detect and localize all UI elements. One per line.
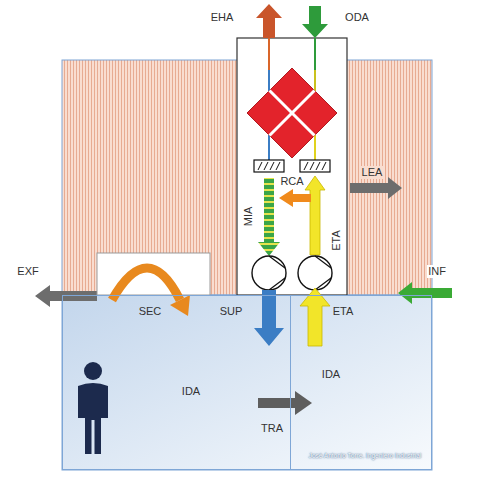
outdoor-duct [314,38,316,70]
exfiltration-arrow [35,285,97,307]
flow-label: TRA [260,422,284,435]
infiltration-arrow [398,282,452,304]
flow-label: SEC [138,305,163,318]
flow-label: RCA [279,175,304,188]
fan-symbol [298,256,332,290]
flow-label: LEA [361,166,384,179]
recirculation-arrow [279,189,311,207]
supply-arrow [254,290,284,346]
room-zone: IDA [62,295,291,470]
exhaust-arrow [256,4,282,38]
fan-blade [315,256,331,290]
flow-label: ETA [332,305,355,318]
secondary-flow-head [170,295,190,316]
flow-label: ODA [344,11,370,24]
person-body [78,383,108,454]
outdoor-duct [314,70,316,92]
occupied-zone [62,295,432,470]
fan-circle [298,256,332,290]
supply-duct [268,134,270,160]
zone-label: IDA [182,385,200,398]
filter-hatch [304,162,326,170]
fan-symbol [252,256,286,290]
filter-box [300,160,330,172]
exhaust-duct [268,70,270,92]
flow-label: ETA [329,229,342,252]
filter-box [254,160,284,172]
flow-label: MIA [243,205,256,227]
person-head [84,362,102,380]
exchanger-divider [270,91,315,136]
exchanger-divider [270,91,315,136]
zone-label: IDA [322,368,340,381]
mixed-air-arrow [258,178,280,256]
extract-arrow [300,288,330,346]
leakage-arrow [350,177,402,199]
extract-duct [314,134,316,160]
filter-symbol [300,160,330,172]
room-zone: IDA [290,295,432,470]
person-figure [78,362,108,454]
filter-hatch [258,162,280,170]
outdoor-arrow [302,6,328,38]
heat-exchanger [247,68,337,158]
filter-symbol [254,160,284,172]
exhaust-duct [268,38,270,70]
extract-arrow [305,176,325,255]
flow-label: EXF [16,265,39,278]
ventilation-unit [237,38,347,295]
flow-label: INF [427,265,447,278]
flow-label: EHA [210,11,235,24]
watermark: José Antonio Torre. Ingeniero Industrial [308,452,423,460]
flow-label: SUP [219,305,244,318]
fan-blade [269,256,285,290]
fan-circle [252,256,286,290]
